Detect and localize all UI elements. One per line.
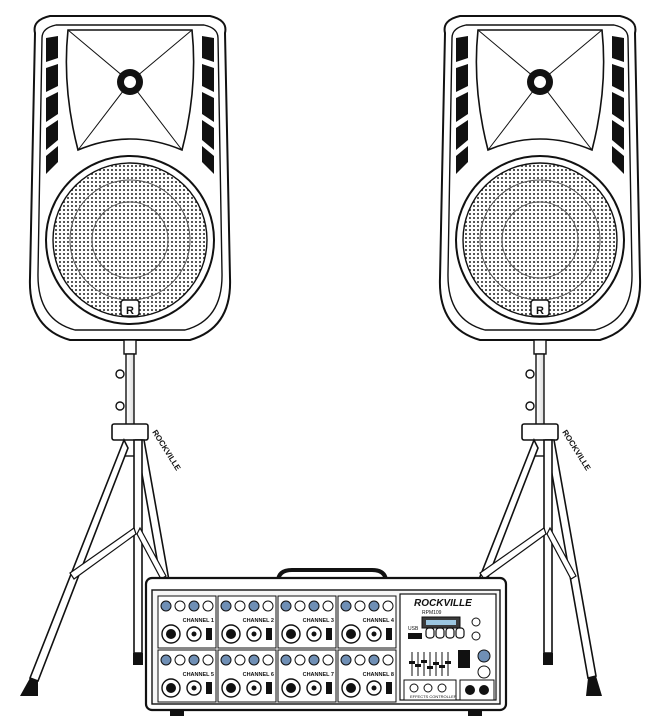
- xlr-jack-core: [286, 683, 296, 693]
- channel-strip: CHANNEL 6: [217, 649, 277, 703]
- powered-mixer: CHANNEL 1 CHANNEL 2 CHANNEL 3 CHANNEL 4 CHAN…: [144, 568, 508, 716]
- channel-knob: [188, 600, 200, 612]
- channel-switch: [206, 682, 212, 694]
- left-speaker-badge: R: [126, 305, 134, 317]
- channel-label: CHANNEL 1: [183, 618, 214, 624]
- line-jack-core: [191, 631, 197, 637]
- channel-knob: [382, 654, 394, 666]
- channel-switch: [206, 628, 212, 640]
- channel-knob: [354, 600, 366, 612]
- channel-knob: [234, 600, 246, 612]
- channel-knob: [202, 654, 214, 666]
- channel-knob: [160, 654, 172, 666]
- usb-label: USB: [408, 626, 419, 632]
- channel-label: CHANNEL 7: [303, 672, 334, 678]
- right-stand-brand: ROCKVILLE: [560, 428, 592, 473]
- channel-knob: [174, 600, 186, 612]
- xlr-jack-core: [226, 683, 236, 693]
- channel-strips: CHANNEL 1 CHANNEL 2 CHANNEL 3 CHANNEL 4 CHAN…: [157, 595, 397, 703]
- channel-strip: CHANNEL 3: [277, 595, 337, 649]
- channel-knob: [262, 600, 274, 612]
- left-stand-brand: ROCKVILLE: [150, 428, 182, 473]
- channel-knob: [354, 654, 366, 666]
- line-jack-core: [251, 631, 257, 637]
- channel-knob: [308, 600, 320, 612]
- xlr-jack-core: [346, 683, 356, 693]
- channel-knob: [294, 600, 306, 612]
- channel-switch: [326, 628, 332, 640]
- xlr-jack-core: [226, 629, 236, 639]
- channel-knob: [202, 600, 214, 612]
- right-speaker-badge: R: [536, 305, 544, 317]
- line-jack-core: [311, 685, 317, 691]
- channel-knob: [280, 654, 292, 666]
- channel-knob: [220, 654, 232, 666]
- line-jack-core: [311, 631, 317, 637]
- channel-strip: CHANNEL 4: [337, 595, 397, 649]
- channel-knob: [368, 654, 380, 666]
- channel-knob: [188, 654, 200, 666]
- xlr-jack-core: [346, 629, 356, 639]
- channel-label: CHANNEL 8: [363, 672, 394, 678]
- xlr-jack-core: [166, 629, 176, 639]
- channel-label: CHANNEL 5: [183, 672, 214, 678]
- line-jack-core: [371, 631, 377, 637]
- channel-switch: [326, 682, 332, 694]
- channel-knob: [174, 654, 186, 666]
- channel-knob: [160, 600, 172, 612]
- channel-label: CHANNEL 2: [243, 618, 274, 624]
- channel-switch: [266, 628, 272, 640]
- channel-knob: [294, 654, 306, 666]
- effects-label: EFFECTS CONTROLLER: [410, 694, 457, 699]
- line-jack-core: [191, 685, 197, 691]
- channel-strip: CHANNEL 5: [157, 649, 217, 703]
- channel-strip: CHANNEL 8: [337, 649, 397, 703]
- xlr-jack-core: [286, 629, 296, 639]
- channel-switch: [386, 682, 392, 694]
- channel-label: CHANNEL 3: [303, 618, 334, 624]
- channel-label: CHANNEL 4: [363, 618, 395, 624]
- channel-knob: [220, 600, 232, 612]
- channel-label: CHANNEL 6: [243, 672, 274, 678]
- channel-knob: [262, 654, 274, 666]
- channel-knob: [248, 600, 260, 612]
- mixer-brand: ROCKVILLE: [414, 598, 472, 609]
- xlr-jack-core: [166, 683, 176, 693]
- mixer-model: RPM109: [422, 610, 442, 616]
- channel-strip: CHANNEL 1: [157, 595, 217, 649]
- channel-switch: [386, 628, 392, 640]
- channel-knob: [234, 654, 246, 666]
- channel-knob: [340, 600, 352, 612]
- channel-knob: [368, 600, 380, 612]
- line-jack-core: [251, 685, 257, 691]
- channel-switch: [266, 682, 272, 694]
- channel-knob: [308, 654, 320, 666]
- channel-strip: CHANNEL 7: [277, 649, 337, 703]
- channel-knob: [280, 600, 292, 612]
- line-jack-core: [371, 685, 377, 691]
- channel-knob: [322, 600, 334, 612]
- channel-strip: CHANNEL 2: [217, 595, 277, 649]
- channel-knob: [322, 654, 334, 666]
- channel-knob: [340, 654, 352, 666]
- channel-knob: [382, 600, 394, 612]
- channel-knob: [248, 654, 260, 666]
